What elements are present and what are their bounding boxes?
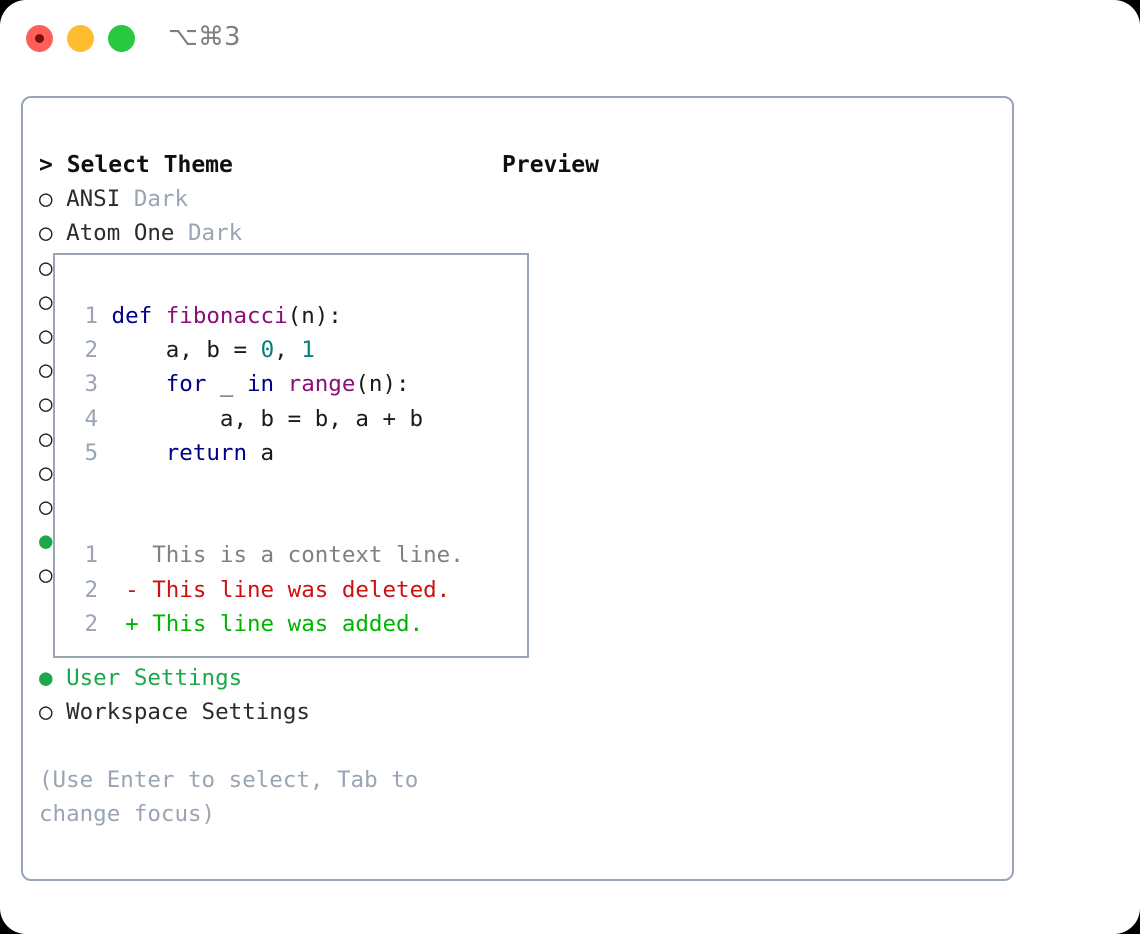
gutter-gap — [98, 542, 125, 568]
code-token: 1 — [301, 337, 315, 364]
radio-unselected-icon: ○ — [39, 220, 53, 247]
code-token: , — [274, 337, 302, 364]
apply-to-label: User Settings — [66, 665, 243, 692]
diff-line: 2 + This line was added. — [71, 607, 464, 641]
gutter-gap — [98, 406, 112, 432]
theme-list-item[interactable]: ○ ANSI Dark — [39, 182, 479, 216]
radio-unselected-icon: ○ — [39, 494, 53, 521]
theme-name: Atom One — [66, 220, 175, 247]
diff-gap — [139, 611, 153, 637]
code-line: 5 return a — [71, 436, 464, 470]
code-token: range — [287, 371, 356, 398]
code-token: (n): — [355, 371, 410, 398]
diff-marker: - — [125, 576, 139, 603]
radio-unselected-icon: ○ — [39, 323, 53, 350]
code-token — [112, 371, 166, 397]
code-line: 2 a, b = 0, 1 — [71, 333, 464, 367]
maximize-button[interactable] — [108, 25, 135, 52]
line-number: 2 — [84, 337, 98, 364]
radio-unselected-icon: ○ — [39, 459, 53, 486]
preview-pane: Preview — [502, 148, 1002, 182]
gutter-gap — [98, 303, 112, 329]
line-number: 1 — [84, 303, 98, 329]
code-token — [112, 440, 166, 466]
diff-line: 1 This is a context line. — [71, 538, 464, 572]
diff-text: This line was deleted. — [152, 576, 451, 603]
radio-unselected-icon: ○ — [39, 391, 53, 418]
diff-marker — [125, 542, 139, 568]
code-token: (n): — [287, 303, 342, 329]
spacer — [174, 220, 188, 246]
line-number: 5 — [84, 439, 98, 466]
radio-unselected-icon: ○ — [39, 425, 53, 452]
code-token: fibonacci — [165, 303, 288, 329]
theme-picker-heading: > Select Theme — [39, 152, 233, 178]
apply-to-label: Workspace Settings — [66, 699, 310, 726]
code-token: in — [247, 371, 288, 398]
gutter-gap — [98, 577, 125, 603]
code-token: 0 — [260, 337, 275, 364]
theme-variant-tag: Dark — [133, 186, 189, 213]
radio-unselected-icon: ○ — [39, 254, 53, 281]
spacer — [53, 699, 67, 725]
window-controls — [26, 25, 135, 52]
radio-unselected-icon: ○ — [39, 186, 53, 213]
radio-unselected-icon: ○ — [39, 288, 53, 315]
code-line: 1 def fibonacci(n): — [71, 299, 464, 333]
apply-to-item[interactable]: ○ Workspace Settings — [39, 695, 479, 729]
diff-line: 2 - This line was deleted. — [71, 573, 464, 607]
minimize-button[interactable] — [67, 25, 94, 52]
code-token: a, b = b, a + b — [111, 405, 424, 432]
code-token: a, b = — [111, 337, 261, 364]
radio-unselected-icon: ○ — [39, 357, 53, 384]
diff-text: This is a context line. — [152, 542, 464, 569]
line-number: 3 — [84, 371, 98, 398]
radio-selected-icon: ● — [39, 665, 53, 692]
gutter-gap — [98, 371, 112, 397]
gutter-gap — [98, 440, 112, 466]
spacer — [53, 186, 67, 212]
spacer — [53, 220, 67, 246]
diff-marker: + — [125, 610, 139, 637]
gutter-gap — [98, 337, 112, 363]
code-token: _ — [206, 371, 248, 398]
diff-text: This line was added. — [152, 610, 424, 637]
theme-variant-tag: Dark — [188, 220, 243, 247]
title-bar: ⌥⌘3 — [0, 0, 1140, 78]
radio-unselected-icon: ○ — [39, 562, 53, 589]
close-button[interactable] — [26, 25, 53, 52]
apply-to-list: ● User Settings○ Workspace Settings — [39, 661, 479, 729]
code-token: def — [111, 303, 166, 329]
code-blank-line — [71, 470, 464, 504]
diff-gap — [139, 577, 153, 603]
line-number: 4 — [84, 405, 98, 432]
radio-selected-icon: ● — [39, 528, 53, 555]
code-blank-line — [71, 504, 464, 538]
code-line: 3 for _ in range(n): — [71, 367, 464, 401]
theme-list-item[interactable]: ○ Atom One Dark — [39, 216, 479, 250]
code-token: return — [165, 439, 248, 466]
line-number: 2 — [84, 576, 98, 603]
diff-gap — [139, 542, 153, 568]
line-number: 1 — [84, 542, 98, 569]
line-number: 2 — [84, 610, 98, 637]
code-token: for — [165, 371, 207, 398]
gutter-gap — [98, 611, 125, 637]
keyboard-hint: (Use Enter to select, Tab to change focu… — [39, 767, 432, 828]
spacer — [53, 665, 67, 691]
shortcut-label: ⌥⌘3 — [168, 22, 241, 52]
radio-unselected-icon: ○ — [39, 699, 53, 726]
preview-title: Preview — [502, 152, 599, 178]
main-panel: > Select Theme ○ ANSI Dark○ Atom One Dar… — [21, 96, 1014, 881]
apply-to-item[interactable]: ● User Settings — [39, 661, 479, 695]
code-line: 4 a, b = b, a + b — [71, 402, 464, 436]
spacer — [120, 186, 134, 212]
code-token: a — [247, 439, 275, 466]
theme-name: ANSI — [66, 186, 121, 213]
